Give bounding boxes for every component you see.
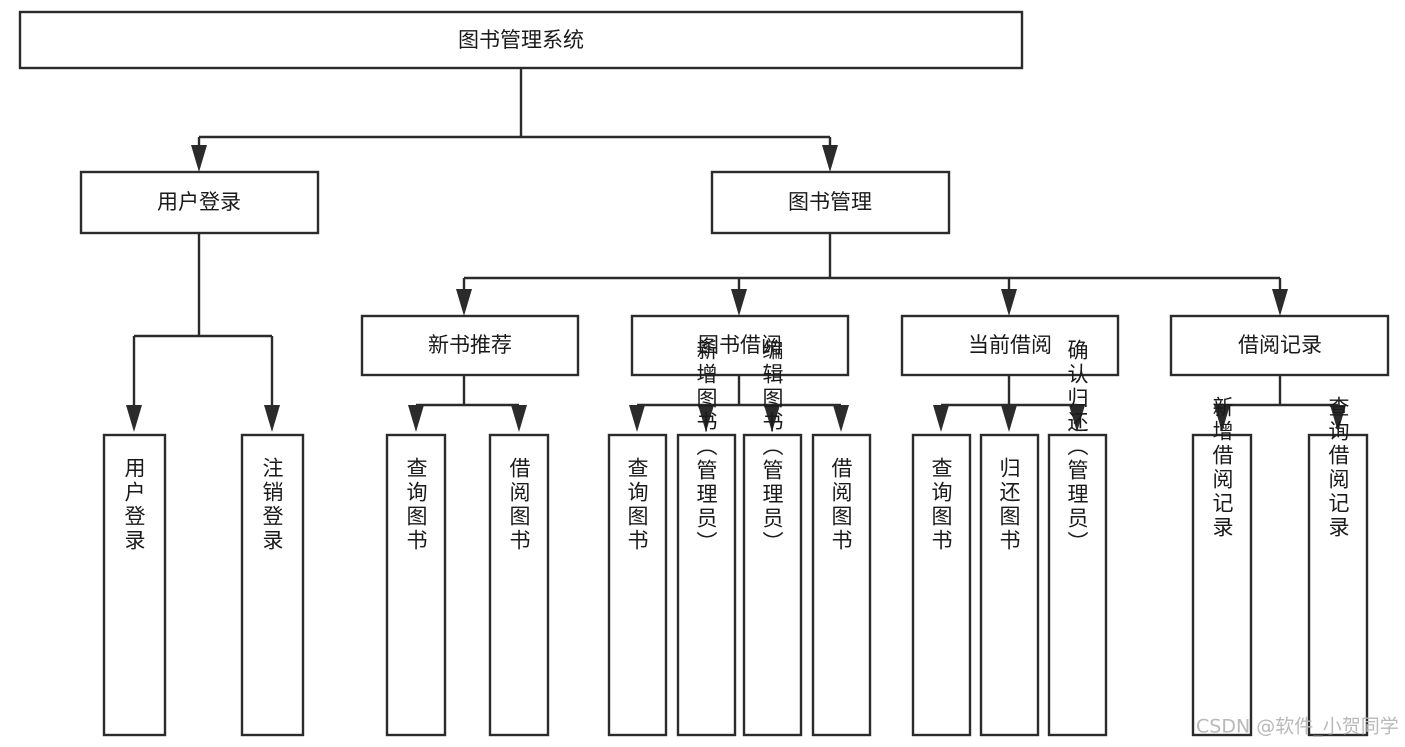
node-root[interactable]: 图书管理系统 xyxy=(18,10,1024,70)
arrowhead-leaf-borrow-book-2 xyxy=(833,405,849,432)
arrowhead-current-borrow xyxy=(1001,289,1017,316)
leaf-query-borrow-record-box[interactable] xyxy=(1307,433,1369,737)
arrowhead-leaf-logout xyxy=(264,405,280,432)
arrowhead-new-book xyxy=(456,289,472,316)
leaf-confirm-return-box[interactable] xyxy=(1047,433,1108,737)
node-user-login-box[interactable] xyxy=(79,170,320,235)
leaf-edit-book-box[interactable] xyxy=(742,433,803,737)
node-new-book-recommend-box[interactable] xyxy=(360,314,580,377)
node-borrow-record-box[interactable] xyxy=(1169,314,1390,377)
csdn-watermark: CSDN @软件_小贺同学 xyxy=(1196,716,1399,738)
node-new-book-recommend[interactable]: 新书推荐 xyxy=(360,314,580,377)
leaf-add-borrow-record-box[interactable] xyxy=(1191,433,1253,737)
node-book-borrow-label: 图书借阅 xyxy=(698,333,782,357)
arrowhead-leaf-add-book xyxy=(698,405,714,432)
leaf-query-book-borrow-label: 查询图书 xyxy=(625,457,649,553)
leaf-query-book-current[interactable]: 查询图书 xyxy=(911,433,972,737)
leaf-add-book-box[interactable] xyxy=(676,433,737,737)
leaf-confirm-return[interactable]: 确认归还（管理员） xyxy=(1047,339,1108,737)
node-current-borrow-label: 当前借阅 xyxy=(968,333,1052,357)
leaf-user-login[interactable]: 用户登录 xyxy=(102,433,167,737)
leaf-borrow-book-newbook-label: 借阅图书 xyxy=(507,457,531,553)
arrowhead-book-mgmt xyxy=(822,145,838,172)
arrowhead-leaf-return-book xyxy=(1001,405,1017,432)
leaf-query-book-newbook[interactable]: 查询图书 xyxy=(385,433,447,737)
node-user-login[interactable]: 用户登录 xyxy=(79,170,320,235)
leaf-logout-box[interactable] xyxy=(240,433,305,737)
leaf-query-book-borrow-box[interactable] xyxy=(607,433,668,737)
node-book-management[interactable]: 图书管理 xyxy=(710,170,951,235)
arrowhead-leaf-borrow-book-1 xyxy=(511,405,527,432)
leaf-edit-book[interactable]: 编辑图书（管理员） xyxy=(742,339,803,737)
arrowhead-leaf-query-record xyxy=(1330,405,1346,432)
node-current-borrow[interactable]: 当前借阅 xyxy=(900,314,1120,377)
leaf-logout[interactable]: 注销登录 xyxy=(240,433,305,737)
leaf-user-login-box[interactable] xyxy=(102,433,167,737)
leaf-borrow-book-borrow-box[interactable] xyxy=(811,433,872,737)
node-current-borrow-box[interactable] xyxy=(900,314,1120,377)
leaf-query-book-newbook-box[interactable] xyxy=(385,433,447,737)
leaf-add-book-label: 新增图书（管理员） xyxy=(694,339,718,555)
leaf-query-book-current-label: 查询图书 xyxy=(929,457,953,553)
arrowhead-leaf-query-book-1 xyxy=(408,405,424,432)
leaf-logout-label: 注销登录 xyxy=(260,457,284,553)
arrowhead-leaf-confirm-return xyxy=(1069,405,1085,432)
leaf-borrow-book-newbook-box[interactable] xyxy=(488,433,550,737)
leaf-borrow-book-borrow[interactable]: 借阅图书 xyxy=(811,433,872,737)
leaf-query-book-borrow[interactable]: 查询图书 xyxy=(607,433,668,737)
leaf-query-book-current-box[interactable] xyxy=(911,433,972,737)
node-book-management-label: 图书管理 xyxy=(788,190,872,214)
node-root-label: 图书管理系统 xyxy=(458,28,584,52)
leaf-return-book[interactable]: 归还图书 xyxy=(979,433,1040,737)
leaf-add-borrow-record[interactable]: 新增借阅记录 xyxy=(1191,396,1253,737)
node-book-borrow-box[interactable] xyxy=(630,314,850,377)
node-new-book-recommend-label: 新书推荐 xyxy=(428,333,512,357)
leaf-query-book-newbook-label: 查询图书 xyxy=(404,457,428,553)
node-book-management-box[interactable] xyxy=(710,170,951,235)
arrowhead-leaf-user-login xyxy=(126,405,142,432)
leaf-confirm-return-label: 确认归还（管理员） xyxy=(1065,339,1089,555)
leaf-borrow-book-newbook[interactable]: 借阅图书 xyxy=(488,433,550,737)
leaf-add-book[interactable]: 新增图书（管理员） xyxy=(676,339,737,737)
leaf-return-book-box[interactable] xyxy=(979,433,1040,737)
leaf-edit-book-label: 编辑图书（管理员） xyxy=(760,339,784,555)
leaf-query-borrow-record-label: 查询借阅记录 xyxy=(1326,396,1350,540)
leaf-borrow-book-borrow-label: 借阅图书 xyxy=(829,457,853,553)
arrowhead-leaf-add-record xyxy=(1214,405,1230,432)
arrowhead-user-login xyxy=(191,145,207,172)
node-user-login-label: 用户登录 xyxy=(157,190,241,214)
leaf-query-borrow-record[interactable]: 查询借阅记录 xyxy=(1307,396,1369,737)
node-borrow-record[interactable]: 借阅记录 xyxy=(1169,314,1390,377)
leaf-return-book-label: 归还图书 xyxy=(997,457,1021,553)
arrowhead-borrow-record xyxy=(1272,289,1288,316)
arrowhead-book-borrow xyxy=(731,289,747,316)
arrowhead-leaf-query-book-2 xyxy=(629,405,645,432)
arrowhead-leaf-query-book-3 xyxy=(933,405,949,432)
leaf-add-borrow-record-label: 新增借阅记录 xyxy=(1210,396,1234,540)
node-root-box[interactable] xyxy=(18,10,1024,70)
arrowhead-leaf-edit-book xyxy=(764,405,780,432)
leaf-user-login-label: 用户登录 xyxy=(122,457,146,553)
connector-layer xyxy=(126,68,1346,432)
node-book-borrow[interactable]: 图书借阅 xyxy=(630,314,850,377)
node-borrow-record-label: 借阅记录 xyxy=(1238,333,1322,357)
